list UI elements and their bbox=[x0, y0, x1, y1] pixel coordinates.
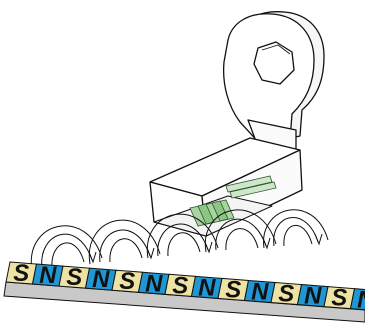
pole-label: S bbox=[119, 268, 135, 295]
pole-label: N bbox=[198, 274, 216, 301]
pole-label: N bbox=[92, 266, 110, 293]
pole-label: S bbox=[13, 260, 29, 287]
pole-label: N bbox=[304, 283, 322, 310]
pole-label: S bbox=[172, 272, 188, 299]
pole-label: S bbox=[66, 264, 82, 291]
pole-label: S bbox=[331, 285, 347, 312]
pole-label: S bbox=[278, 281, 294, 308]
pole-label: N bbox=[145, 270, 163, 297]
pole-label: N bbox=[357, 287, 365, 314]
pole-label: N bbox=[251, 279, 269, 306]
pole-label: N bbox=[39, 262, 57, 289]
pole-label: S bbox=[225, 276, 241, 303]
magnetic-scale-strip: SNSNSNSNSNSNSN bbox=[4, 260, 365, 322]
